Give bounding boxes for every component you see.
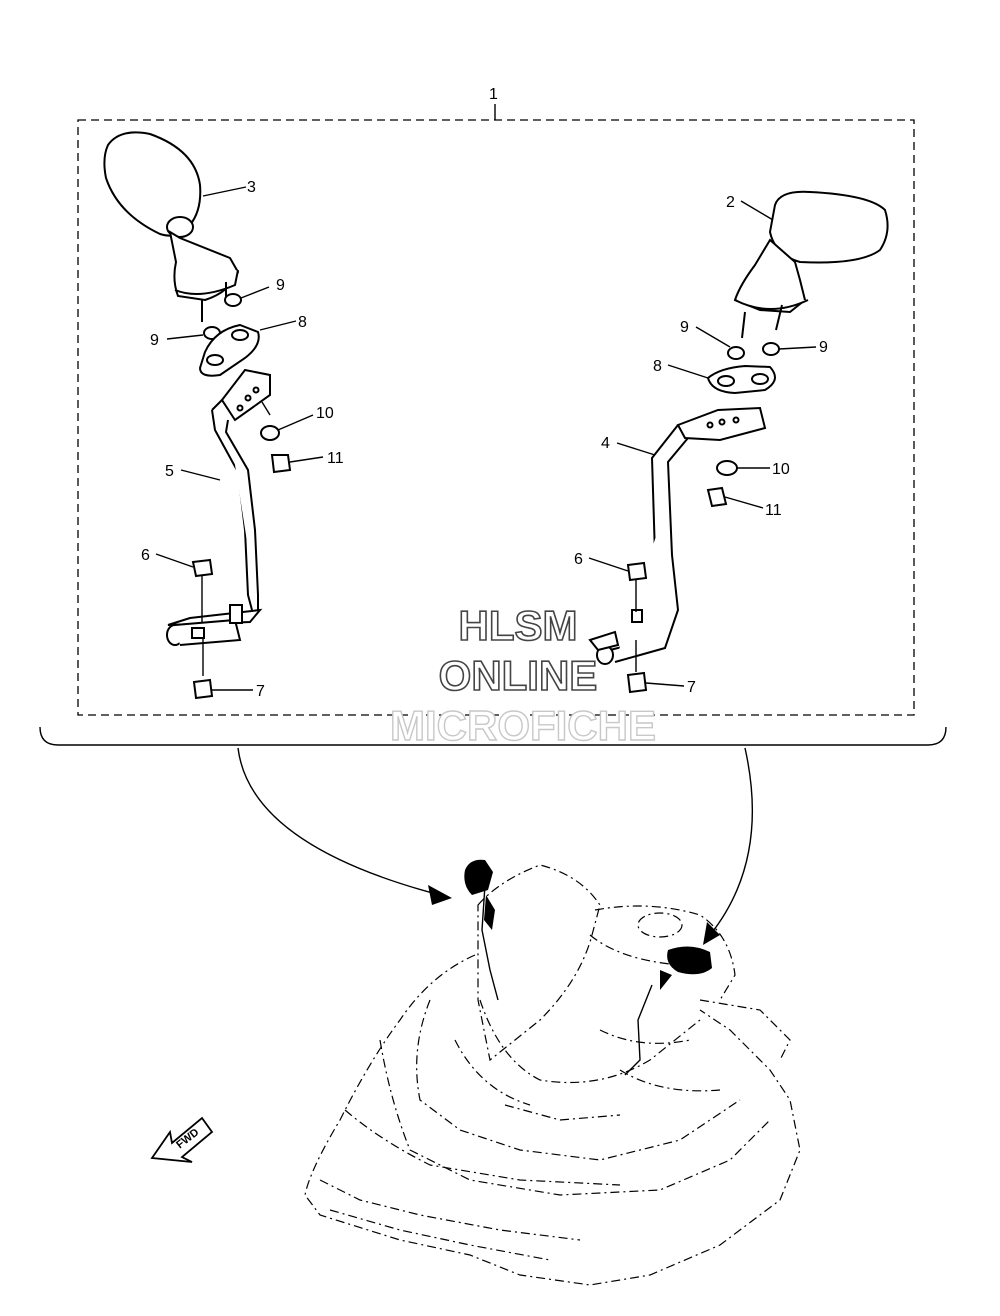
left-mirror [103,131,240,322]
leader-lines [155,186,817,691]
callout-3: 3 [247,179,256,196]
callout-6-left: 6 [141,547,150,564]
callout-5: 5 [165,463,174,480]
arrow-head-left [428,885,452,905]
callout-10-right: 10 [772,461,790,478]
fwd-arrow-icon [150,1116,214,1163]
assembly-frame [77,119,915,716]
left-bolts [191,558,214,700]
callout-9-left-bottom: 9 [150,332,159,349]
callout-7-left: 7 [256,683,265,700]
left-hardware [198,293,292,474]
callout-2: 2 [726,194,735,211]
right-bolts [626,561,648,694]
callout-9-left-top: 9 [276,277,285,294]
callout-7-right: 7 [687,679,696,696]
callout-8-right: 8 [653,358,662,375]
connector-arrows [237,747,753,945]
right-mirror [733,190,889,339]
callout-4: 4 [601,435,610,452]
fwd-indicator: FWD [150,1116,214,1163]
callout-9-right-right: 9 [819,339,828,356]
watermark-line-2: ONLINE [439,652,598,699]
watercraft-outline [304,864,801,1286]
left-stay [166,368,271,646]
callout-labels: 1 2 3 4 5 6 6 7 7 8 8 9 9 9 9 10 10 11 1… [141,86,828,700]
callout-10-left: 10 [316,405,334,422]
callout-8-left: 8 [298,314,307,331]
right-hardware [706,342,780,508]
assembly-brace [39,726,947,746]
arrow-head-right [703,922,720,945]
callout-1: 1 [489,86,498,103]
callout-9-right-left: 9 [680,319,689,336]
watermark-line-3: MICROFICHE [390,702,656,749]
installed-mirrors [464,859,712,1076]
watermark: HLSM ONLINE MICROFICHE [389,601,656,750]
right-stay [588,406,767,665]
callout-6-right: 6 [574,551,583,568]
callout-11-left: 11 [327,450,344,467]
watermark-line-1: HLSM [459,602,578,649]
callout-11-right: 11 [765,502,782,519]
